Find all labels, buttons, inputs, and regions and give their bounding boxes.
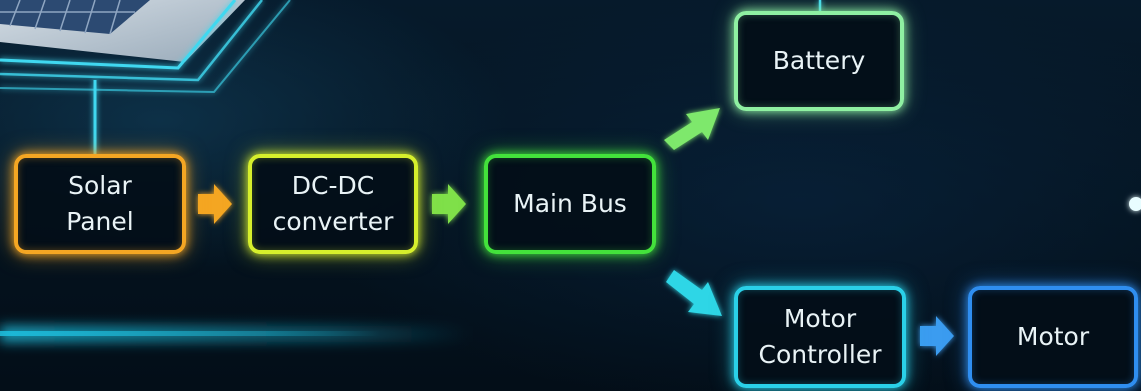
node-solar-panel-label: Solar Panel [66,171,134,236]
node-motor: Motor [968,286,1138,388]
node-dcdc-converter: DC-DC converter [248,154,418,254]
arrow-solar-to-dcdc-icon [198,184,232,224]
arrow-dcdc-to-mainbus-icon [432,184,466,224]
node-motor-label: Motor [1016,322,1090,351]
arrow-mainbus-to-battery-icon [664,108,720,150]
arrow-mainbus-to-motor-controller-icon [666,270,722,316]
node-battery: Battery [734,11,904,111]
arrow-motorctl-to-motor-icon [920,316,954,356]
node-motor-controller: Motor Controller [734,286,906,388]
node-main-bus: Main Bus [484,154,656,254]
node-battery-label: Battery [772,46,866,75]
main-bus-line [656,197,1141,211]
node-solar-panel: Solar Panel [14,154,186,254]
decorative-glow-streak [0,326,470,342]
node-dcdc-converter-label: DC-DC converter [272,171,394,236]
solar-panel-image-icon [0,0,245,62]
node-main-bus-label: Main Bus [513,189,627,218]
circuit-traces [0,0,822,154]
node-motor-controller-label: Motor Controller [758,304,882,369]
